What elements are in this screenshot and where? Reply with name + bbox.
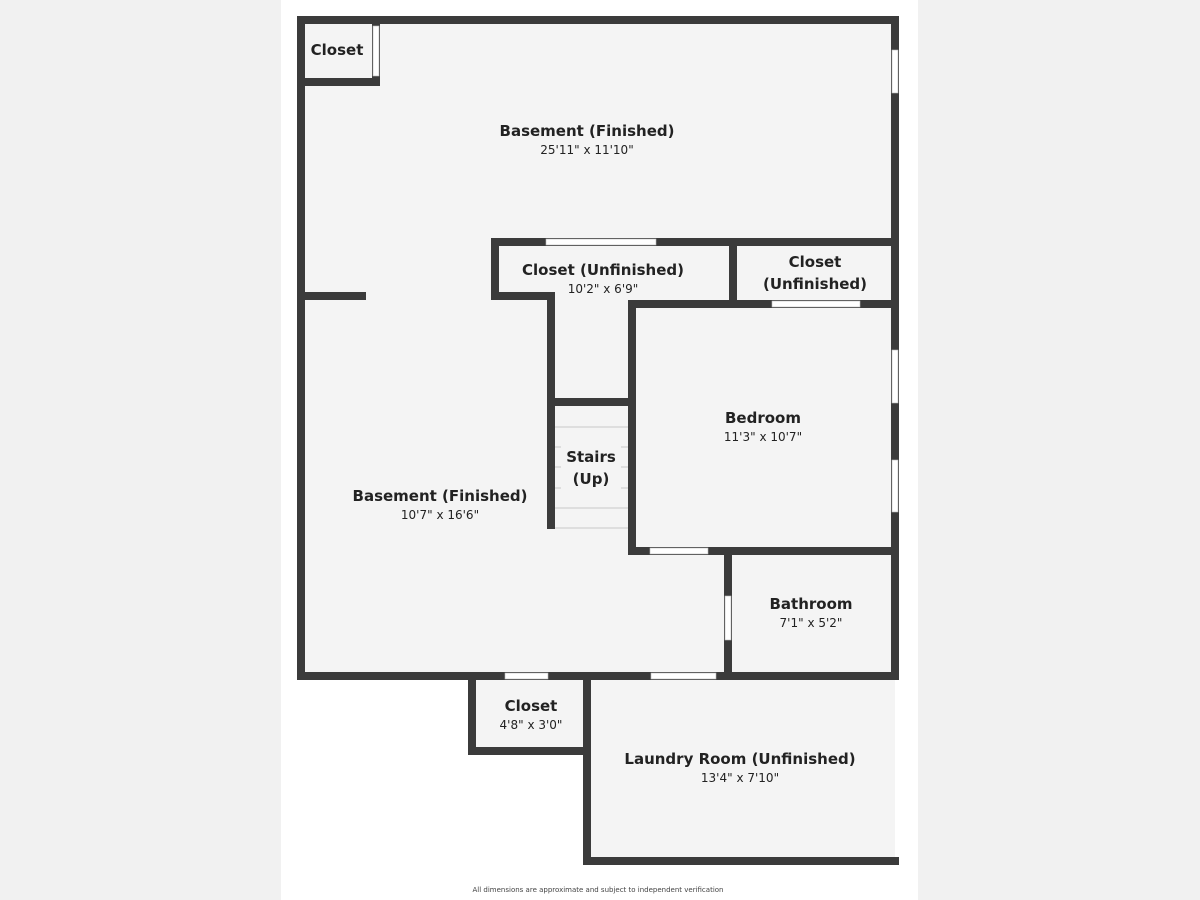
room-closet-unfinished: Closet (Unfinished) 10'2" x 6'9": [522, 259, 684, 297]
door: [545, 238, 657, 246]
wall: [891, 16, 899, 680]
room-name: Closet: [504, 697, 558, 715]
room-closet-unfinished-2: Closet (Unfinished): [755, 251, 875, 295]
wall: [583, 672, 591, 865]
openings: [372, 25, 899, 680]
room-name: Closet (Unfinished): [762, 253, 868, 293]
room-dims: 10'7" x 16'6": [400, 508, 480, 522]
window: [891, 349, 899, 404]
wall: [628, 300, 636, 555]
door: [504, 672, 549, 680]
room-stairs: Stairs (Up): [561, 446, 621, 490]
wall: [547, 292, 555, 529]
wall: [297, 16, 899, 24]
room-name: Closet: [310, 41, 364, 59]
wall: [628, 547, 899, 555]
room-name: Laundry Room (Unfinished): [624, 750, 856, 768]
wall: [297, 16, 305, 680]
room-dims: 25'11" x 11'10": [540, 143, 634, 157]
wall: [628, 300, 899, 308]
room-basement-lower: Basement (Finished) 10'7" x 16'6": [353, 485, 528, 523]
room-bathroom: Bathroom 7'1" x 5'2": [769, 593, 852, 631]
wall: [724, 672, 899, 680]
room-name: Basement (Finished): [352, 487, 528, 505]
wall: [297, 78, 380, 86]
door: [771, 300, 861, 308]
wall: [491, 238, 499, 300]
floor-main: [301, 20, 895, 676]
room-bedroom: Bedroom 11'3" x 10'7": [724, 407, 802, 445]
wall: [468, 747, 591, 755]
room-name: Bathroom: [769, 595, 853, 613]
wall: [555, 398, 631, 406]
room-name: Basement (Finished): [499, 122, 675, 140]
room-name: Closet (Unfinished): [522, 261, 684, 279]
floor-laundry: [587, 676, 895, 861]
room-closet-small: Closet 4'8" x 3'0": [500, 695, 563, 733]
wall: [297, 292, 366, 300]
wall: [729, 238, 737, 308]
door: [649, 547, 709, 555]
door: [372, 25, 380, 77]
room-dims: 13'4" x 7'10": [700, 771, 780, 785]
wall: [491, 238, 899, 246]
window: [891, 49, 899, 94]
disclaimer: All dimensions are approximate and subje…: [472, 886, 724, 894]
room-basement-upper: Basement (Finished) 25'11" x 11'10": [500, 120, 675, 158]
room-name: Bedroom: [725, 409, 801, 427]
room-closet-top: Closet: [311, 39, 364, 61]
window: [891, 459, 899, 513]
room-laundry: Laundry Room (Unfinished) 13'4" x 7'10": [624, 748, 855, 786]
wall: [583, 857, 899, 865]
room-dims: 7'1" x 5'2": [779, 616, 843, 630]
room-dims: 11'3" x 10'7": [723, 430, 803, 444]
wall: [491, 292, 555, 300]
door: [724, 595, 732, 641]
room-dims: 4'8" x 3'0": [499, 718, 563, 732]
door: [650, 672, 717, 680]
room-dims: 10'2" x 6'9": [567, 282, 639, 296]
wall: [468, 672, 476, 755]
floor-areas: [301, 20, 895, 861]
floor-closet-small: [472, 676, 587, 751]
room-name: Stairs (Up): [566, 448, 616, 488]
